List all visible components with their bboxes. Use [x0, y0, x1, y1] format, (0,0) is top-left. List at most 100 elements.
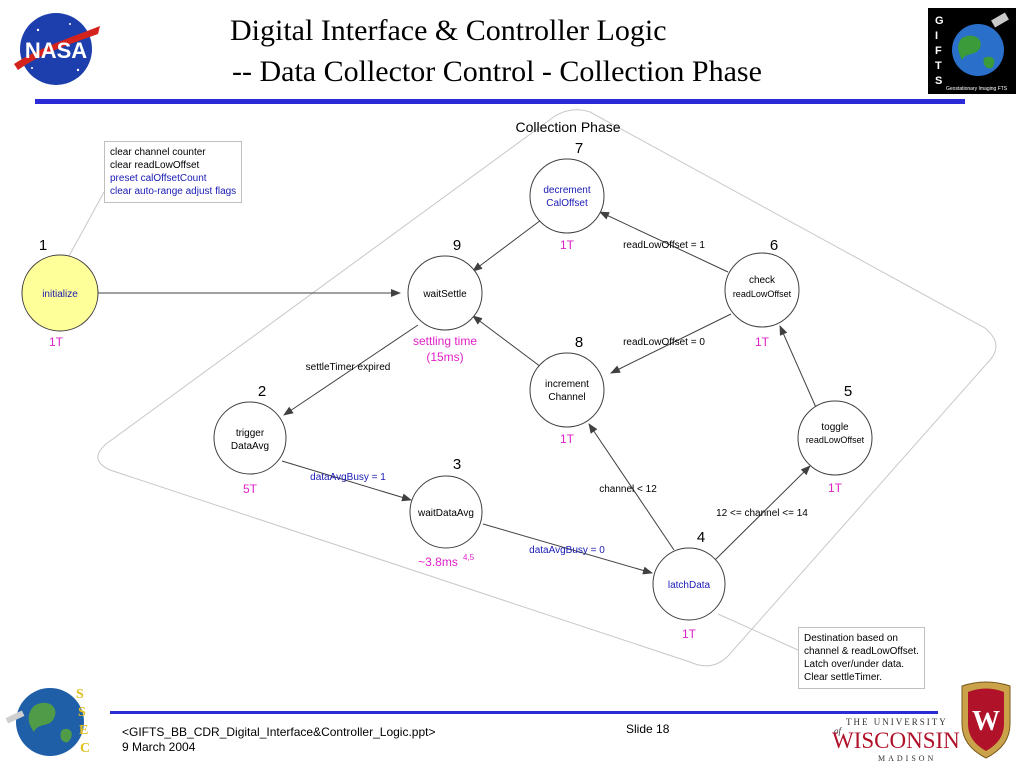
state-latchdata-time: 1T [682, 627, 697, 641]
state-check: check readLowOffset 6 1T [724, 237, 800, 349]
latch-note-connector [717, 613, 799, 651]
gifts-logo-icon: G I F T S Geostationary Imaging FTS [928, 8, 1016, 94]
state-toggle-time: 1T [828, 481, 843, 495]
gifts-letter: T [935, 60, 942, 72]
state-decrement-caloffset: decrement CalOffset 7 1T [529, 140, 605, 252]
note-line: clear channel counter [110, 147, 206, 158]
arrow-check-to-increment [610, 313, 732, 374]
state-waitsettle-label: waitSettle [422, 289, 467, 300]
state-waitsettle-circle [407, 255, 483, 331]
collection-phase-label: Collection Phase [515, 119, 620, 135]
wisconsin-crest-letter: W [972, 706, 1000, 737]
state-waitsettle-number: 9 [453, 237, 461, 254]
state-toggle-circle [797, 400, 873, 476]
ssec-letter: E [79, 723, 88, 738]
state-toggle-label: readLowOffset [806, 435, 865, 445]
state-check-circle [724, 252, 800, 328]
collection-phase-region [97, 109, 997, 667]
state-trigger-label: trigger [236, 428, 265, 439]
state-latchdata-number: 4 [697, 529, 705, 546]
state-check-label: check [749, 275, 776, 286]
state-trigger-circle [213, 401, 287, 475]
title-line-2: -- Data Collector Control - Collection P… [232, 55, 762, 88]
state-toggle: toggle readLowOffset 5 1T [797, 383, 873, 495]
note-line: clear readLowOffset [110, 160, 200, 171]
state-trigger-number: 2 [258, 383, 266, 400]
init-note-connector [67, 191, 105, 259]
state-waitsettle-time: settling time [413, 334, 477, 348]
ssec-letter: S [78, 705, 86, 720]
transition-label-busy0: dataAvgBusy = 0 [529, 545, 605, 556]
ssec-logo-icon: S S E C [5, 687, 90, 756]
gifts-caption: Geostationary Imaging FTS [946, 86, 1008, 92]
transition-label-rlo0: readLowOffset = 0 [623, 337, 705, 348]
arrow-decrement-to-waitsettle [472, 219, 542, 272]
state-increment-circle [529, 352, 605, 428]
state-initialize-circle [21, 254, 99, 332]
footer-date: 9 March 2004 [122, 740, 196, 754]
arrow-latchdata-to-increment [588, 423, 675, 551]
gifts-letter: S [935, 75, 942, 87]
state-check-time: 1T [755, 335, 770, 349]
state-toggle-label: toggle [821, 422, 849, 433]
footer-slide-number: Slide 18 [626, 722, 670, 736]
transition-label-channel-lt: channel < 12 [599, 484, 657, 495]
ssec-letter: C [80, 741, 90, 756]
arrow-waitsettle-to-trigger [283, 324, 419, 416]
nasa-logo-text: NASA [25, 38, 87, 63]
state-increment-time: 1T [560, 432, 575, 446]
footer-rule [110, 711, 938, 714]
transition-label-busy1: dataAvgBusy = 1 [310, 472, 386, 483]
wisconsin-crest-icon: W [961, 681, 1011, 759]
state-waitdataavg-number: 3 [453, 456, 461, 473]
state-trigger-time: 5T [243, 482, 258, 496]
state-increment-label: Channel [548, 392, 585, 403]
note-line: clear auto-range adjust flags [110, 186, 237, 197]
state-waitsettle: waitSettle 9 settling time (15ms) [407, 237, 483, 364]
note-line: Latch over/under data. [804, 659, 905, 670]
state-initialize: initialize 1 1T [21, 237, 99, 349]
state-check-number: 6 [770, 237, 778, 254]
footer-filename: <GIFTS_BB_CDR_Digital_Interface&Controll… [122, 725, 436, 739]
note-line: Destination based on [804, 633, 898, 644]
transition-label-settle: settleTimer expired [306, 362, 391, 373]
transition-label-rlo1: readLowOffset = 1 [623, 240, 705, 251]
state-decrement-label: decrement [543, 185, 590, 196]
state-increment-label: increment [545, 379, 589, 390]
arrow-increment-to-waitsettle [472, 315, 542, 368]
state-waitdataavg-circle [409, 475, 483, 549]
state-increment-channel: increment Channel 8 1T [529, 334, 605, 446]
state-initialize-number: 1 [39, 237, 47, 254]
state-latchdata: latchData 4 1T [652, 529, 726, 641]
wisconsin-of: of [834, 726, 842, 736]
wisconsin-city: MADISON [878, 754, 937, 763]
state-waitdataavg-time: ~3.8ms [418, 555, 458, 569]
gifts-letter: F [935, 45, 942, 57]
arrow-check-to-decrement [599, 211, 729, 273]
arrow-waitdataavg-to-latchdata [482, 523, 653, 575]
state-trigger-label: DataAvg [231, 441, 269, 452]
note-line: Clear settleTimer. [804, 672, 882, 683]
ssec-letter: S [76, 687, 84, 702]
note-line: channel & readLowOffset. [804, 646, 919, 657]
state-toggle-number: 5 [844, 383, 852, 400]
latchdata-note: Destination based on channel & readLowOf… [798, 627, 925, 689]
state-increment-number: 8 [575, 334, 583, 351]
state-trigger-dataavg: trigger DataAvg 2 5T [213, 383, 287, 496]
state-check-label: readLowOffset [733, 289, 792, 299]
transition-label-channel-range: 12 <= channel <= 14 [716, 508, 808, 519]
initialize-note: clear channel counter clear readLowOffse… [104, 141, 243, 203]
state-waitdataavg-footnote: 4,5 [463, 553, 475, 562]
note-line: preset calOffsetCount [110, 173, 207, 184]
state-waitdataavg: waitDataAvg 3 ~3.8ms 4,5 [409, 456, 483, 569]
gifts-letter: I [935, 30, 938, 42]
wisconsin-name: WISCONSIN [832, 728, 960, 753]
state-waitdataavg-label: waitDataAvg [417, 508, 474, 519]
state-latchdata-label: latchData [668, 580, 711, 591]
header-rule [35, 99, 965, 104]
gifts-letter: G [935, 15, 944, 27]
state-decrement-circle [529, 158, 605, 234]
state-initialize-time: 1T [49, 335, 64, 349]
state-decrement-label: CalOffset [546, 198, 588, 209]
state-waitsettle-time: (15ms) [426, 350, 463, 364]
